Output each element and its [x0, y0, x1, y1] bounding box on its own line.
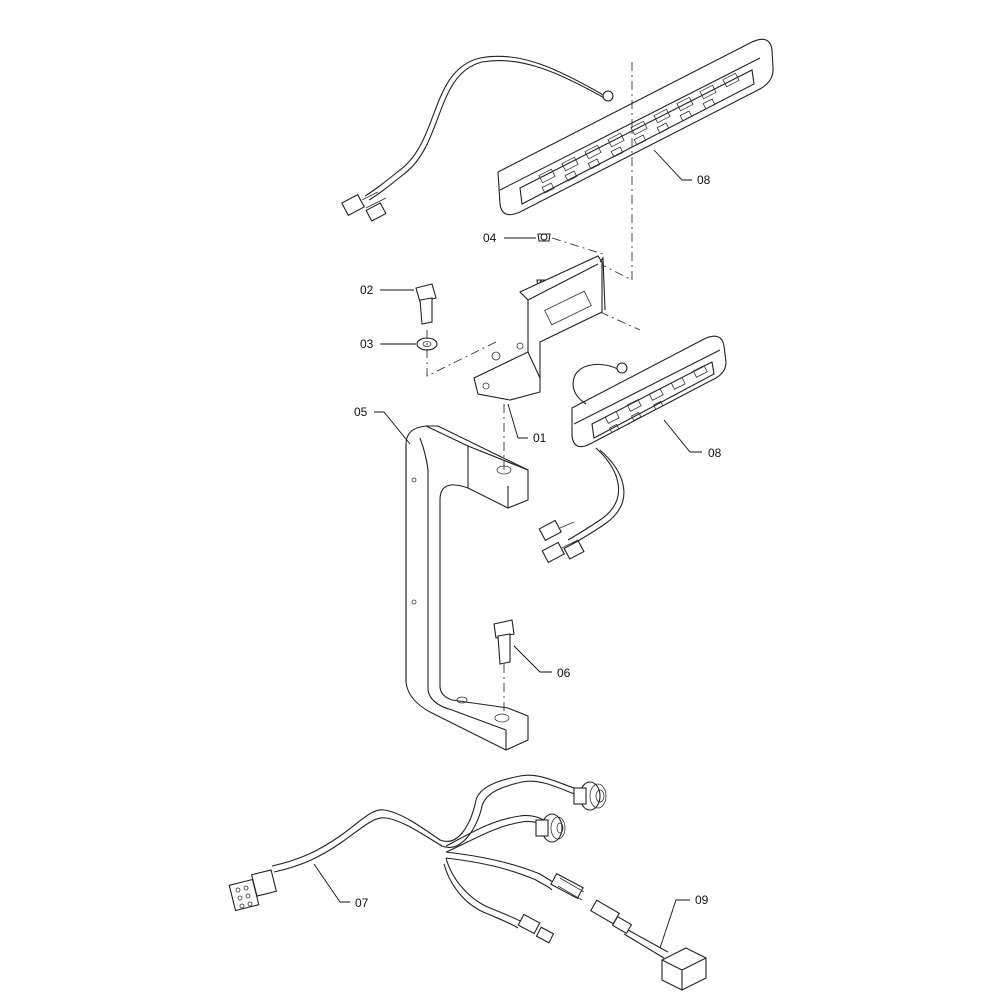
callout-02: 02	[360, 283, 414, 297]
light-bar-mid[interactable]	[538, 335, 727, 564]
callout-05: 05	[354, 405, 411, 445]
svg-text:09: 09	[695, 893, 709, 907]
callout-08-mid: 08	[663, 419, 722, 460]
svg-text:07: 07	[355, 896, 369, 910]
callout-04: 04	[483, 231, 536, 245]
bolt-06	[493, 619, 515, 665]
frame-05[interactable]	[405, 425, 529, 751]
callout-08-top: 08	[653, 149, 711, 187]
svg-text:01: 01	[533, 431, 547, 445]
callout-06: 06	[513, 645, 571, 680]
svg-text:08: 08	[708, 446, 722, 460]
multi-pin-connector-e	[228, 869, 278, 912]
svg-text:02: 02	[360, 283, 374, 297]
light-bar-top[interactable]	[341, 38, 774, 222]
svg-text:08: 08	[697, 173, 711, 187]
svg-text:04: 04	[483, 231, 497, 245]
connector-top	[341, 191, 387, 222]
flat-connector-c	[550, 872, 585, 901]
small-connector-d	[517, 913, 555, 944]
callout-07: 07	[313, 863, 369, 910]
wire-harness-07[interactable]	[228, 774, 607, 944]
adapter-cable-09[interactable]	[589, 899, 707, 991]
circular-connector-b	[535, 813, 566, 843]
callout-03: 03	[360, 337, 416, 351]
connector-mid	[538, 519, 585, 564]
bracket-01[interactable]	[473, 255, 606, 401]
svg-text:06: 06	[557, 666, 571, 680]
bolt-02	[415, 283, 437, 325]
callout-01: 01	[507, 403, 547, 445]
svg-text:05: 05	[354, 405, 368, 419]
callout-09: 09	[659, 893, 709, 949]
circular-connector-a	[573, 781, 607, 811]
svg-text:03: 03	[360, 337, 374, 351]
screw-04	[537, 233, 551, 242]
